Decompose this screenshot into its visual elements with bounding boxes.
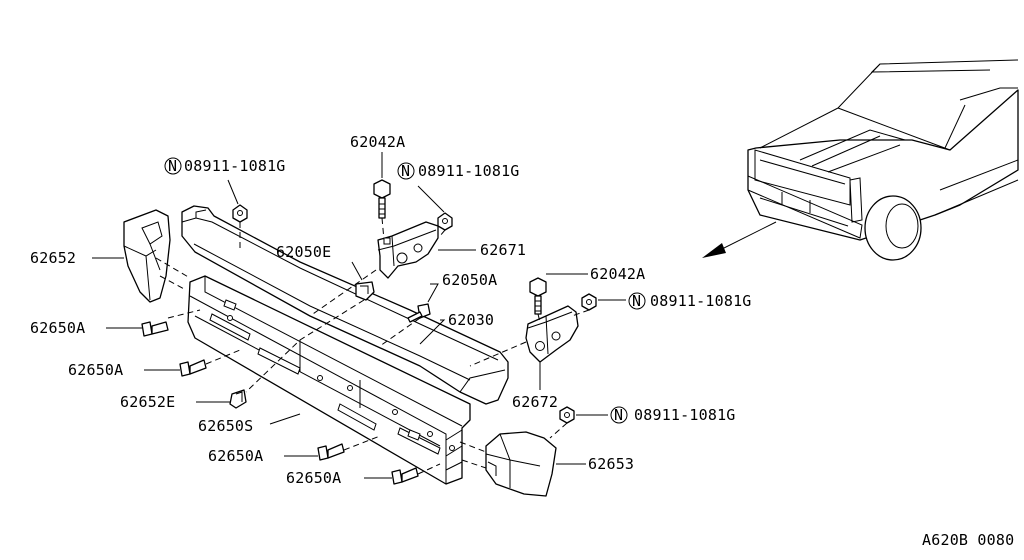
bolt-62650A-1	[141, 321, 169, 337]
nut-fastener-4	[559, 406, 575, 424]
bolt-62042A-top	[373, 179, 391, 219]
label-08911-a: 08911-1081G	[184, 157, 286, 175]
label-62650S: 62650S	[198, 417, 253, 435]
assembly-lines	[155, 217, 590, 475]
label-62672: 62672	[512, 393, 558, 411]
label-62653: 62653	[588, 455, 634, 473]
nut-fastener-2	[437, 212, 453, 231]
label-62671: 62671	[480, 241, 526, 259]
clip-62652E	[229, 389, 247, 409]
label-62042A-right: 62042A	[590, 265, 645, 283]
truck-illustration	[747, 59, 1019, 261]
label-62652E: 62652E	[120, 393, 175, 411]
callout-08911-d: N 08911-1081G	[610, 406, 736, 424]
bolt-62650A-4	[391, 467, 419, 485]
bolt-62042A-right	[529, 277, 547, 315]
nut-symbol-c: N	[632, 292, 641, 310]
nut-symbol-a: N	[168, 157, 177, 175]
bolt-62650A-2	[179, 359, 207, 377]
callout-08911-c: N 08911-1081G	[628, 292, 752, 310]
bolt-62650A-3	[317, 443, 345, 461]
screw-62050A	[407, 303, 431, 323]
label-08911-b: 08911-1081G	[418, 162, 520, 180]
label-62650A-3: 62650A	[208, 447, 263, 465]
bumper-face-62030	[181, 205, 509, 405]
diagram-code: A620B 0080	[922, 531, 1014, 549]
label-08911-d: 08911-1081G	[634, 406, 736, 424]
label-62030: 62030	[448, 311, 494, 329]
direction-arrow	[702, 221, 777, 258]
nut-fastener-3	[581, 293, 597, 311]
label-62650A-2: 62650A	[68, 361, 123, 379]
clip-62050E	[355, 281, 375, 301]
label-08911-c: 08911-1081G	[650, 292, 752, 310]
leader-lines	[92, 152, 626, 479]
callout-08911-a: N 08911-1081G	[164, 157, 286, 175]
label-62042A-top: 62042A	[350, 133, 405, 151]
label-62050A: 62050A	[442, 271, 497, 289]
label-62650A-4: 62650A	[286, 469, 341, 487]
nut-symbol-d: N	[614, 406, 623, 424]
bumper-reinforcement-62650S	[187, 275, 471, 485]
bracket-62672	[525, 305, 579, 390]
label-62650A-1: 62650A	[30, 319, 85, 337]
callout-08911-b: N 08911-1081G	[397, 162, 520, 180]
nut-fastener-1	[232, 204, 248, 223]
bracket-62671	[377, 221, 439, 279]
end-cap-left-62652	[123, 209, 171, 303]
label-62050E: 62050E	[276, 243, 331, 261]
end-cap-right-62653	[485, 431, 557, 497]
label-62652: 62652	[30, 249, 76, 267]
nut-symbol-b: N	[401, 162, 410, 180]
